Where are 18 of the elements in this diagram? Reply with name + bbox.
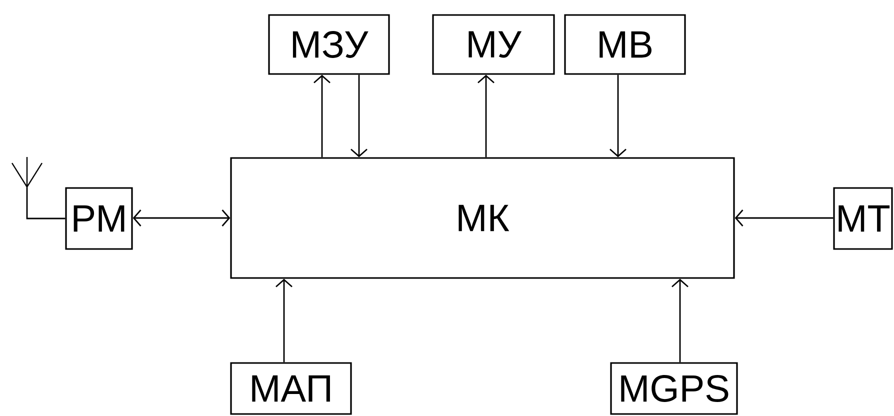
module-box: МАП <box>230 362 352 415</box>
arrow <box>314 74 330 158</box>
arrow <box>672 278 688 362</box>
arrow <box>350 74 368 158</box>
controller-box: МК <box>230 157 735 279</box>
module-box: МВ <box>564 14 686 75</box>
module-box: МУ <box>432 14 555 75</box>
module-box: MGPS <box>610 362 738 415</box>
arrow <box>276 278 292 362</box>
arrow <box>132 210 230 226</box>
arrow <box>26 187 66 220</box>
antenna-symbol <box>11 156 43 188</box>
module-box: МЗУ <box>268 14 390 75</box>
arrow <box>478 74 494 158</box>
arrow <box>734 210 834 226</box>
module-box: РМ <box>65 187 133 250</box>
arrow <box>610 74 626 158</box>
module-box: МТ <box>833 187 893 250</box>
